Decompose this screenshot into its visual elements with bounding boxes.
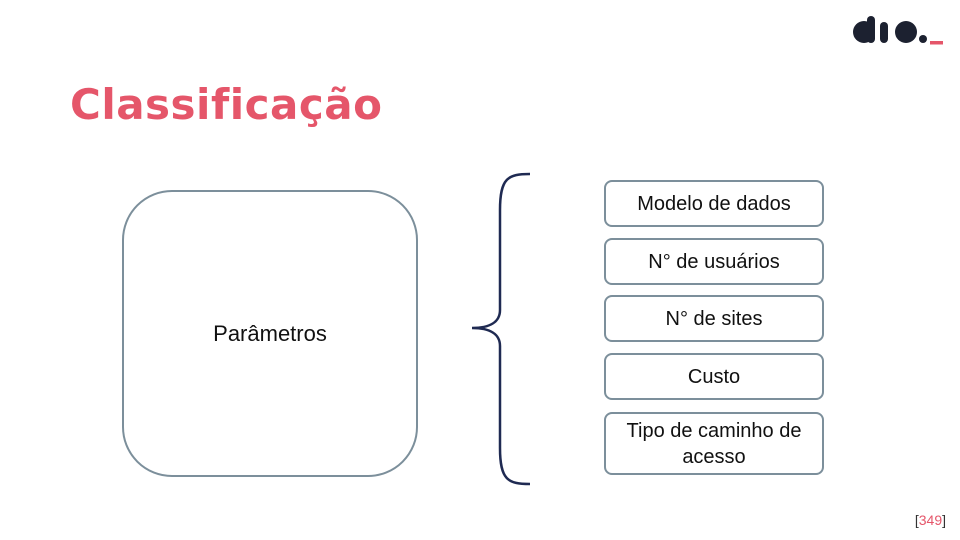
item-numero-de-usuarios: N° de usuários bbox=[604, 238, 824, 285]
page-number-value: 349 bbox=[918, 512, 943, 528]
parameters-label: Parâmetros bbox=[213, 320, 327, 346]
parameters-box: Parâmetros bbox=[122, 190, 418, 477]
curly-brace-icon bbox=[471, 172, 531, 486]
page-title: Classificação bbox=[70, 80, 383, 129]
item-tipo-de-caminho-de-acesso: Tipo de caminho de acesso bbox=[604, 412, 824, 475]
dio-logo bbox=[853, 16, 943, 45]
page-number: [349] bbox=[915, 512, 946, 528]
page-number-open: [ bbox=[914, 512, 919, 528]
item-numero-de-sites: N° de sites bbox=[604, 295, 824, 342]
item-custo: Custo bbox=[604, 353, 824, 400]
item-modelo-de-dados: Modelo de dados bbox=[604, 180, 824, 227]
page-number-close: ] bbox=[942, 512, 946, 528]
